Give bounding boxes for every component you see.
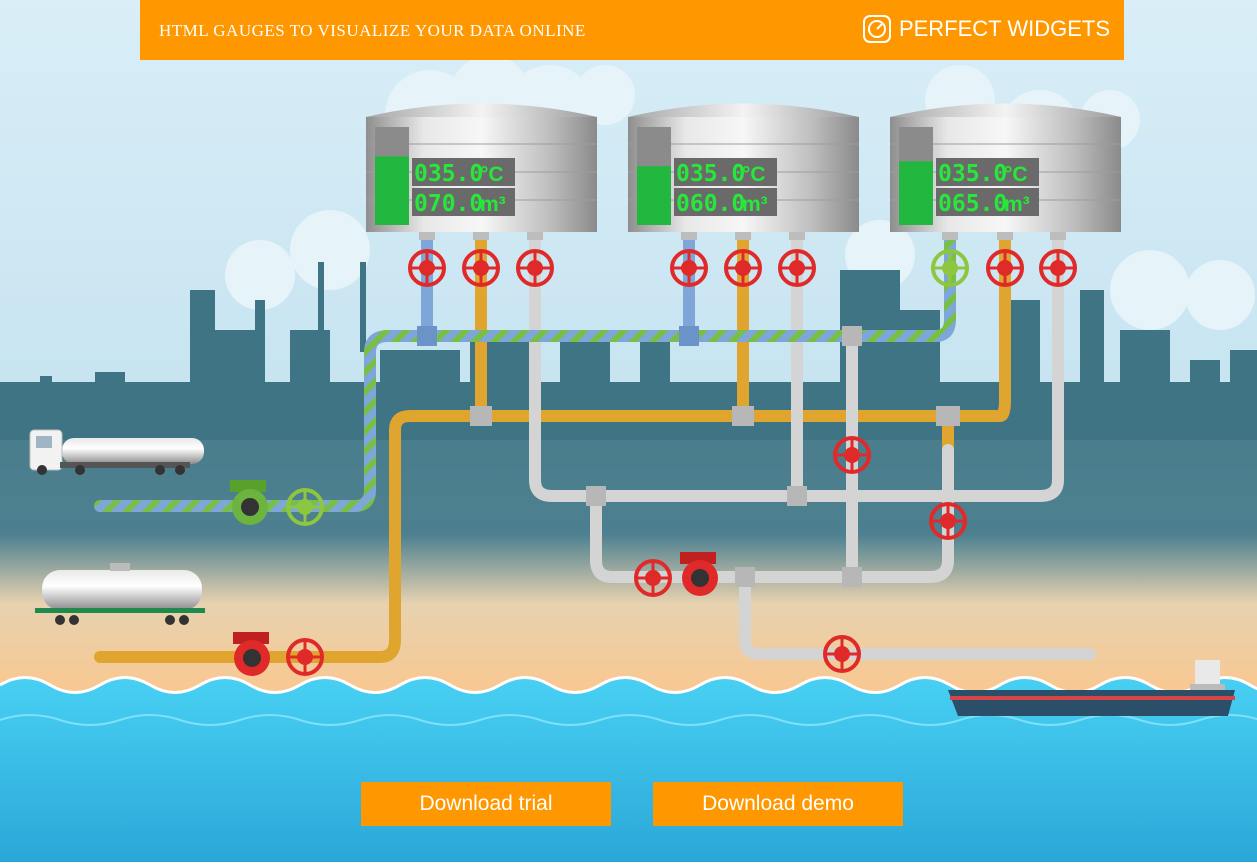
download-demo-button[interactable]: Download demo: [653, 782, 903, 826]
tank-3-level-bar: [899, 161, 933, 225]
tank-2-temperature-unit: °C: [742, 163, 766, 186]
valve-outlet-gray[interactable]: [823, 635, 861, 673]
tank-1-volume-unit: m³: [480, 193, 506, 216]
tank-2-volume-unit: m³: [742, 193, 768, 216]
tanker-truck: [29, 429, 204, 475]
tank-2-temperature: 035.0: [676, 161, 745, 187]
valve-tank1-gray[interactable]: [516, 249, 554, 287]
header-title: HTML GAUGES TO VISUALIZE YOUR DATA ONLIN…: [159, 21, 586, 40]
valve-inlet-blue[interactable]: [286, 488, 324, 526]
tank-1-temperature-unit: °C: [480, 163, 504, 186]
valve-tank3-blue[interactable]: [931, 249, 969, 287]
valve-tank2-blue[interactable]: [670, 249, 708, 287]
tank-2-level-bar: [637, 166, 671, 225]
rail-tank-car: [35, 563, 205, 625]
tank-1-level-bar: [375, 156, 409, 225]
pump-red-middle[interactable]: [680, 552, 718, 596]
pump-red-lower[interactable]: [233, 632, 270, 676]
tank-3-volume: 065.0: [938, 191, 1007, 217]
tank-1-volume: 070.0: [414, 191, 483, 217]
tank-1: [366, 103, 597, 232]
brand[interactable]: PERFECT WIDGETS: [862, 15, 1110, 43]
valve-tank2-gold[interactable]: [724, 249, 762, 287]
valve-tank1-blue[interactable]: [408, 249, 446, 287]
valve-tank1-gold[interactable]: [462, 249, 500, 287]
ship: [948, 660, 1235, 716]
valve-tank3-gray[interactable]: [1039, 249, 1077, 287]
pump-green[interactable]: [230, 480, 268, 525]
valve-pump-gray[interactable]: [634, 559, 672, 597]
tank-3-volume-unit: m³: [1004, 193, 1030, 216]
brand-label: PERFECT WIDGETS: [898, 16, 1110, 41]
valve-right-gray[interactable]: [929, 502, 967, 540]
gauge-icon: [862, 15, 891, 43]
tank-3-temperature: 035.0: [938, 161, 1007, 187]
tank-2-volume: 060.0: [676, 191, 745, 217]
valve-tank2-gray[interactable]: [778, 249, 816, 287]
tank-1-temperature: 035.0: [414, 161, 483, 187]
valve-inlet-gold[interactable]: [286, 638, 324, 676]
valve-middle-gray[interactable]: [833, 436, 871, 474]
valve-tank3-gold[interactable]: [986, 249, 1024, 287]
tank-3: [890, 103, 1121, 232]
tank-2: [628, 103, 859, 232]
tank-3-temperature-unit: °C: [1004, 163, 1028, 186]
download-trial-button[interactable]: Download trial: [361, 782, 611, 826]
header-banner: HTML GAUGES TO VISUALIZE YOUR DATA ONLIN…: [140, 0, 1124, 60]
